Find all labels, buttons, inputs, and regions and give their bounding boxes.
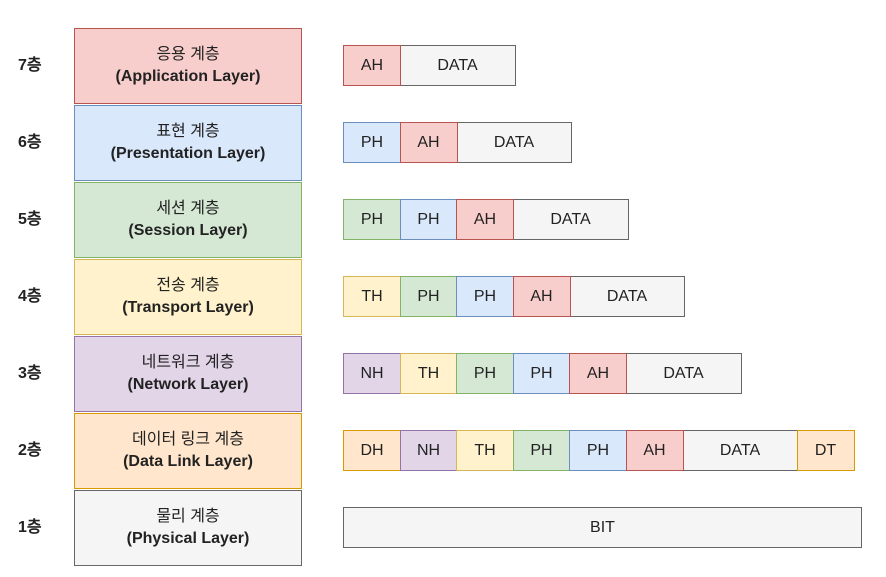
header-cell: AH xyxy=(569,353,627,394)
layer-name-korean: 응용 계층 xyxy=(156,46,220,63)
data-cell: DATA xyxy=(456,122,572,163)
header-cell: PH xyxy=(512,430,571,471)
layer-name-english: (Network Layer) xyxy=(127,376,249,393)
header-cell: AH xyxy=(399,122,458,163)
header-cell: AH xyxy=(456,199,514,240)
header-cell: NH xyxy=(343,353,401,394)
pdu-row: BIT xyxy=(343,507,862,548)
layer-name-korean: 세션 계층 xyxy=(156,200,220,217)
layer-box: 응용 계층 (Application Layer) xyxy=(74,28,302,104)
header-cell: PH xyxy=(456,276,514,317)
header-cell: TH xyxy=(399,353,458,394)
layer-number-label: 7층 xyxy=(18,57,42,74)
header-cell: TH xyxy=(456,430,514,471)
layer-name-korean: 물리 계층 xyxy=(156,508,220,525)
layer-number-label: 2층 xyxy=(18,442,42,459)
layer-number-label: 1층 xyxy=(18,519,42,536)
layer-box: 데이터 링크 계층 (Data Link Layer) xyxy=(74,413,302,489)
header-cell: TH xyxy=(343,276,401,317)
layer-name-english: (Application Layer) xyxy=(115,68,261,85)
layer-number-label: 3층 xyxy=(18,365,42,382)
layer-name-korean: 네트워크 계층 xyxy=(141,354,235,371)
layer-number-label: 6층 xyxy=(18,134,42,151)
data-cell: DATA xyxy=(512,199,629,240)
data-cell: DATA xyxy=(399,45,516,86)
layer-box: 표현 계층 (Presentation Layer) xyxy=(74,105,302,181)
layer-box: 물리 계층 (Physical Layer) xyxy=(74,490,302,566)
layer-box: 전송 계층 (Transport Layer) xyxy=(74,259,302,335)
header-cell: AH xyxy=(512,276,571,317)
header-cell: PH xyxy=(399,276,458,317)
data-cell: DATA xyxy=(682,430,798,471)
header-cell: PH xyxy=(343,122,401,163)
data-cell: DATA xyxy=(625,353,742,394)
layer-name-korean: 데이터 링크 계층 xyxy=(132,431,244,448)
header-cell: PH xyxy=(512,353,571,394)
header-cell: AH xyxy=(625,430,684,471)
layer-number-label: 4층 xyxy=(18,288,42,305)
layer-number-label: 5층 xyxy=(18,211,42,228)
header-cell: AH xyxy=(343,45,401,86)
header-cell: PH xyxy=(456,353,514,394)
layer-name-english: (Physical Layer) xyxy=(126,530,250,547)
layer-name-english: (Presentation Layer) xyxy=(110,145,266,162)
data-cell: BIT xyxy=(343,507,862,548)
layer-name-english: (Transport Layer) xyxy=(122,299,254,316)
data-cell: DATA xyxy=(569,276,685,317)
layer-box: 네트워크 계층 (Network Layer) xyxy=(74,336,302,412)
layer-name-korean: 표현 계층 xyxy=(156,123,220,140)
header-cell: DH xyxy=(343,430,401,471)
header-cell: NH xyxy=(399,430,458,471)
layer-box: 세션 계층 (Session Layer) xyxy=(74,182,302,258)
header-cell: PH xyxy=(399,199,458,240)
layer-name-english: (Data Link Layer) xyxy=(123,453,253,470)
header-cell: DT xyxy=(796,430,855,471)
header-cell: PH xyxy=(569,430,627,471)
layer-name-english: (Session Layer) xyxy=(128,222,248,239)
header-cell: PH xyxy=(343,199,401,240)
layer-name-korean: 전송 계층 xyxy=(156,277,220,294)
